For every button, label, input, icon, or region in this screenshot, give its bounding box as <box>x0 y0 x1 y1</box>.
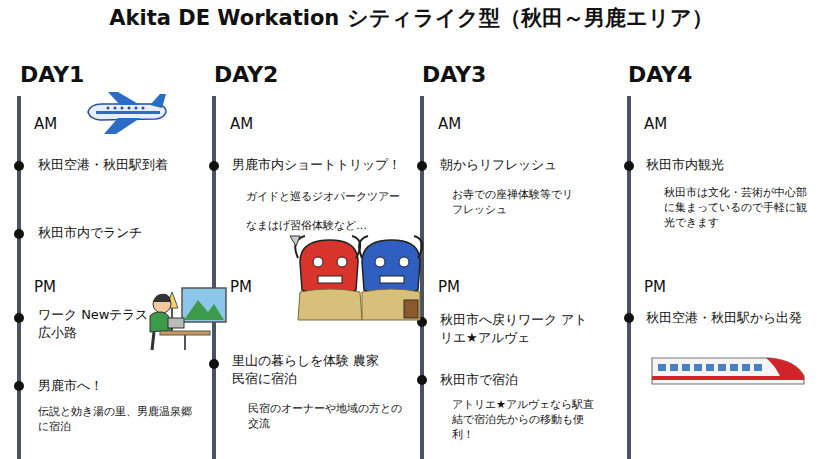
day-heading: DAY3 <box>422 60 542 90</box>
worker-illustration <box>150 288 226 350</box>
train-illustration <box>652 358 804 384</box>
item-note: ガイドと巡るジオパークツアー <box>246 190 411 205</box>
schedule-item: 秋田市へ戻りワーク アトリエ★アルヴェ <box>440 311 590 346</box>
schedule-item: 秋田空港・秋田駅から出発 <box>646 309 816 327</box>
schedule-item: ワーク Newテラス広小路 <box>38 306 153 341</box>
schedule-item: 里山の暮らしを体験 農家民宿に宿泊 <box>232 352 382 387</box>
timeline-dots <box>14 161 634 391</box>
item-note: 秋田市は文化・芸術が中心部に集まっているので手軽に観光できます <box>664 186 809 231</box>
pm-marker: PM <box>34 277 94 297</box>
schedule-item: 秋田市内でランチ <box>38 224 208 242</box>
pm-marker: PM <box>230 277 290 297</box>
pm-marker: PM <box>438 277 498 297</box>
item-note: お寺での座禅体験等でリフレッシュ <box>452 188 582 218</box>
am-marker: AM <box>438 114 498 134</box>
timeline-bars <box>17 96 631 459</box>
am-marker: AM <box>644 114 704 134</box>
namahage-illustration <box>290 236 422 320</box>
schedule-item: 朝からリフレッシュ <box>440 156 615 174</box>
day-heading: DAY4 <box>628 60 748 90</box>
schedule-item: 男鹿市内ショートトリップ！ <box>232 156 410 174</box>
schedule-item: 秋田市で宿泊 <box>440 371 610 389</box>
schedule-item: 秋田市内観光 <box>646 156 816 174</box>
pm-marker: PM <box>644 277 704 297</box>
item-note: アトリエ★アルヴェなら駅直結で宿泊先からの移動も便利！ <box>452 398 602 443</box>
item-note: 民宿のオーナーや地域の方との交流 <box>248 402 408 432</box>
item-note: なまはげ習俗体験など… <box>246 219 411 234</box>
page-title: Akita DE Workation シティライク型（秋田～男鹿エリア） <box>0 4 822 32</box>
am-marker: AM <box>34 114 94 134</box>
day-heading: DAY1 <box>20 60 140 90</box>
day-heading: DAY2 <box>214 60 334 90</box>
schedule-item: 秋田空港・秋田駅到着 <box>38 156 208 174</box>
schedule-item: 男鹿市へ！ <box>38 377 198 395</box>
airplane-icon <box>88 92 166 134</box>
item-note: 伝説と効き湯の里、男鹿温泉郷に宿泊 <box>38 405 198 435</box>
am-marker: AM <box>230 114 290 134</box>
